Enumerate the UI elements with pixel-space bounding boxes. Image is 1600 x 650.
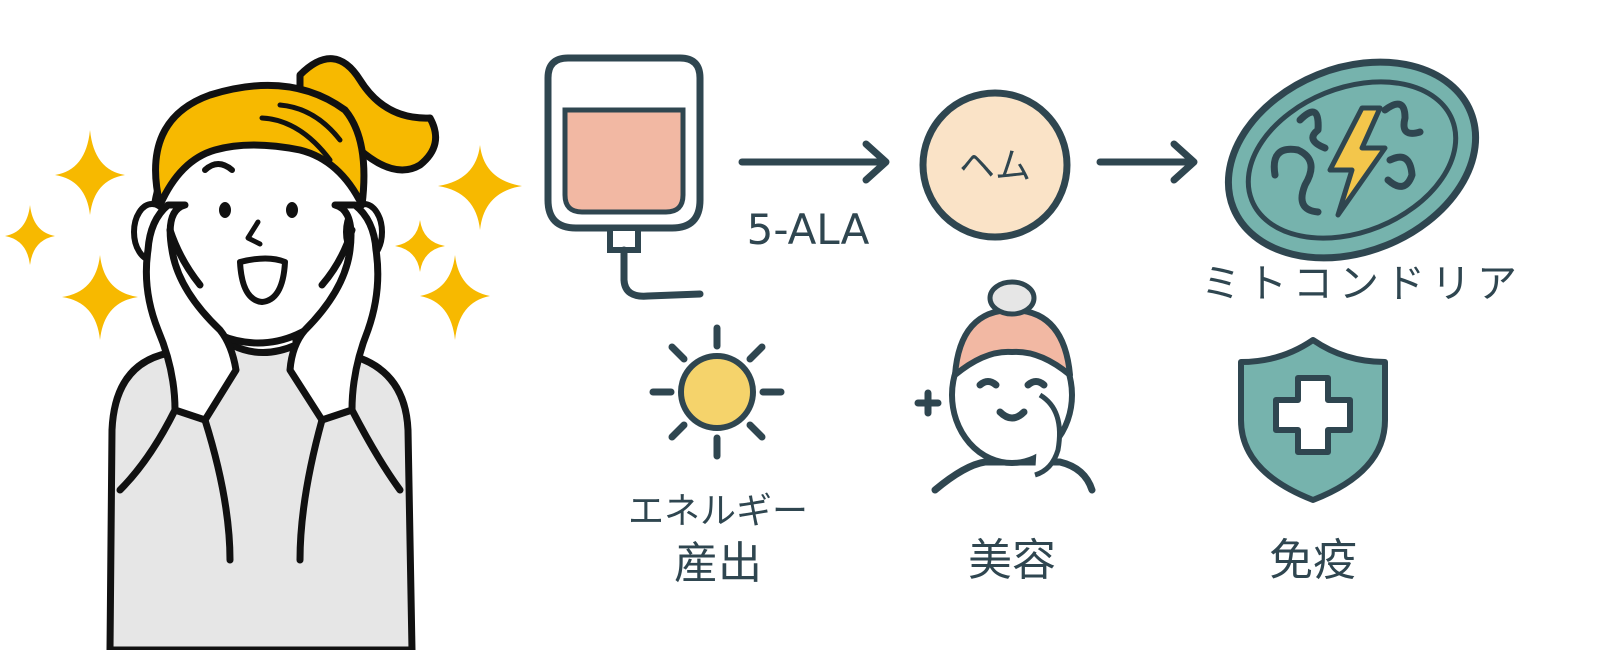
sun-icon xyxy=(649,324,785,460)
benefit-energy-line2: 産出 xyxy=(674,538,762,589)
arrow-to-heme xyxy=(738,140,890,184)
benefit-beauty-label: 美容 xyxy=(968,535,1056,586)
mouth xyxy=(237,255,288,305)
arrow-label-5-ala: 5-ALA xyxy=(747,205,870,254)
heme-label: ヘム xyxy=(959,146,1031,187)
heme-node: ヘム xyxy=(919,89,1071,241)
benefit-energy-line1: エネルギー xyxy=(628,491,808,532)
happy-woman-illustration xyxy=(5,55,522,650)
lightning-bolt-icon xyxy=(1327,105,1388,218)
benefit-immunity-label: 免疫 xyxy=(1269,535,1357,586)
mitochondria-label: ミトコンドリア xyxy=(1201,261,1523,307)
sweater xyxy=(106,336,416,650)
mitochondria-icon xyxy=(1224,58,1480,262)
shield-cross-icon xyxy=(1238,337,1388,503)
blood-bag-icon xyxy=(544,54,704,300)
arrow-to-mitochondria xyxy=(1096,140,1198,184)
smiling-woman-icon xyxy=(914,279,1096,494)
sparkle-icon xyxy=(5,130,522,340)
